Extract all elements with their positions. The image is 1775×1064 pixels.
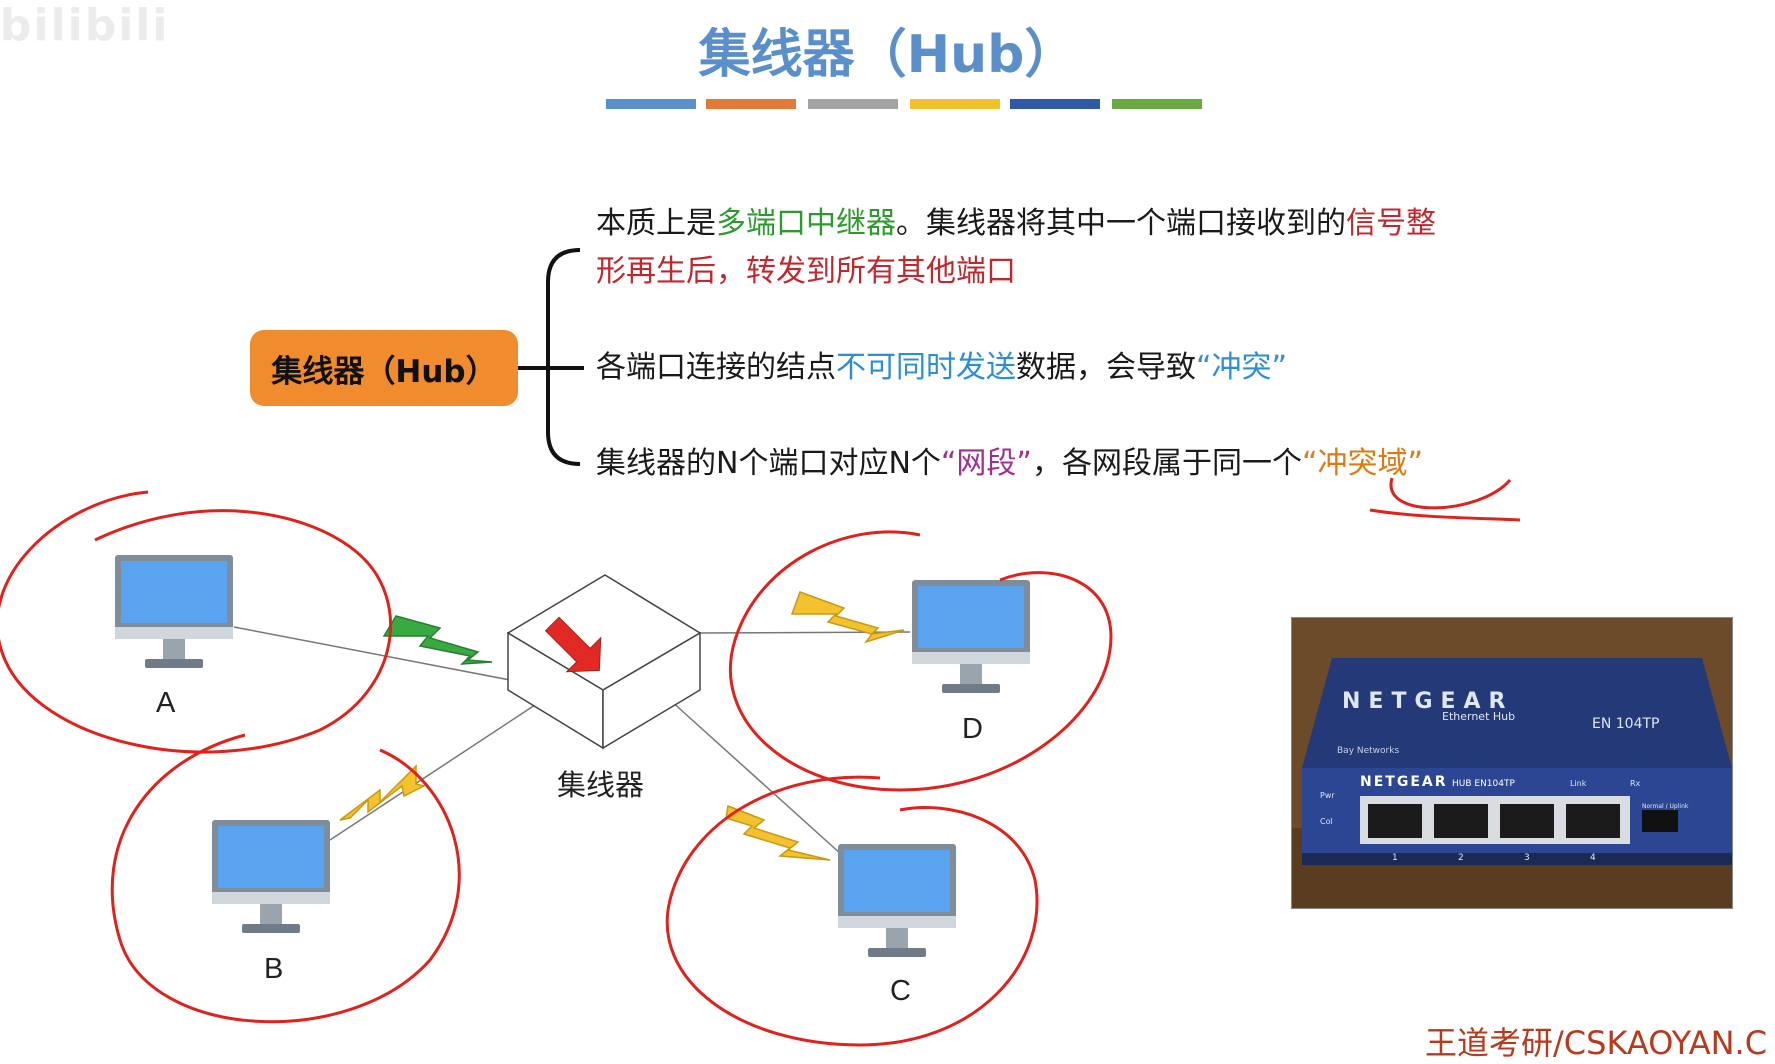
color-bar <box>1010 99 1100 109</box>
text-segment: 集线器的N个端口对应N个 <box>596 446 941 481</box>
text-segment: “网段” <box>940 446 1032 481</box>
text-segment: 。集线器将其中一个端口接收到的 <box>896 206 1346 241</box>
color-bar <box>1112 99 1202 109</box>
port-number: 1 <box>1392 853 1398 863</box>
branch-1-line-2: 形再生后，转发到所有其他端口 <box>596 248 1016 296</box>
computer-c-label: C <box>890 975 911 1007</box>
color-bar <box>910 99 1000 109</box>
port-row <box>1360 796 1678 844</box>
model-small-text: HUB EN104TP <box>1452 779 1515 789</box>
text-segment: ，各网段属于同一个 <box>1031 446 1302 481</box>
text-segment: 多端口中继器 <box>716 206 896 241</box>
model-text: EN 104TP <box>1592 716 1659 732</box>
hub-label: 集线器 <box>557 768 645 802</box>
hub-device-icon <box>506 574 702 750</box>
computer-c-icon <box>838 844 956 957</box>
color-bar <box>706 99 796 109</box>
branch-2-line-1: 各端口连接的结点不可同时发送数据，会导致“冲突” <box>596 344 1287 392</box>
led-label: Link <box>1570 779 1587 788</box>
footer-watermark: 王道考研/CSKAOYAN.C <box>1425 1024 1768 1062</box>
lightning-yellow-icon <box>339 764 427 821</box>
text-segment: 不可同时发送 <box>836 350 1016 385</box>
hub-photo: NETGEAR Ethernet Hub EN 104TP Bay Networ… <box>1291 617 1733 909</box>
lightning-green-icon <box>382 615 493 665</box>
mindmap-node-hub: 集线器（Hub） <box>250 330 518 406</box>
arrow-icon <box>544 616 602 673</box>
led-label: Col <box>1320 817 1333 826</box>
lightning-yellow-icon <box>790 591 905 644</box>
brand-text: NETGEAR <box>1342 689 1514 714</box>
text-segment: 数据，会导致 <box>1016 350 1196 385</box>
text-segment: 形再生后，转发到所有其他端口 <box>596 254 1016 289</box>
page-title: 集线器（Hub） <box>698 25 1077 85</box>
port-number: 3 <box>1524 853 1530 863</box>
maker-text: Bay Networks <box>1337 746 1399 756</box>
branch-3-line-1: 集线器的N个端口对应N个“网段”，各网段属于同一个“冲突域” <box>596 440 1423 488</box>
annotation-collision-circles <box>0 477 1521 1047</box>
computer-d-icon <box>912 580 1030 693</box>
product-text: Ethernet Hub <box>1442 710 1515 723</box>
computer-b-icon <box>212 820 330 933</box>
text-segment: “冲突” <box>1196 350 1288 385</box>
brand-text: NETGEAR <box>1360 774 1448 790</box>
port-number: 2 <box>1458 853 1464 863</box>
color-bar <box>808 99 898 109</box>
computer-d-label: D <box>962 713 983 745</box>
watermark: bilibili <box>0 0 170 51</box>
color-bar <box>606 99 696 109</box>
computer-a-icon <box>115 555 233 668</box>
text-segment: 信号整 <box>1346 206 1436 241</box>
uplink-label: Normal / Uplink <box>1642 803 1689 810</box>
lightning-yellow-icon <box>725 804 831 861</box>
computer-a-label: A <box>156 687 176 719</box>
text-segment: 本质上是 <box>596 206 716 241</box>
led-label: Pwr <box>1320 791 1335 800</box>
led-label: Rx <box>1630 779 1641 788</box>
computer-b-label: B <box>264 953 284 985</box>
connection-lines <box>233 626 911 856</box>
text-segment: 各端口连接的结点 <box>596 350 836 385</box>
text-segment: “冲突域” <box>1301 446 1424 481</box>
branch-1-line-1: 本质上是多端口中继器。集线器将其中一个端口接收到的信号整 <box>596 200 1436 248</box>
port-number: 4 <box>1590 853 1596 863</box>
